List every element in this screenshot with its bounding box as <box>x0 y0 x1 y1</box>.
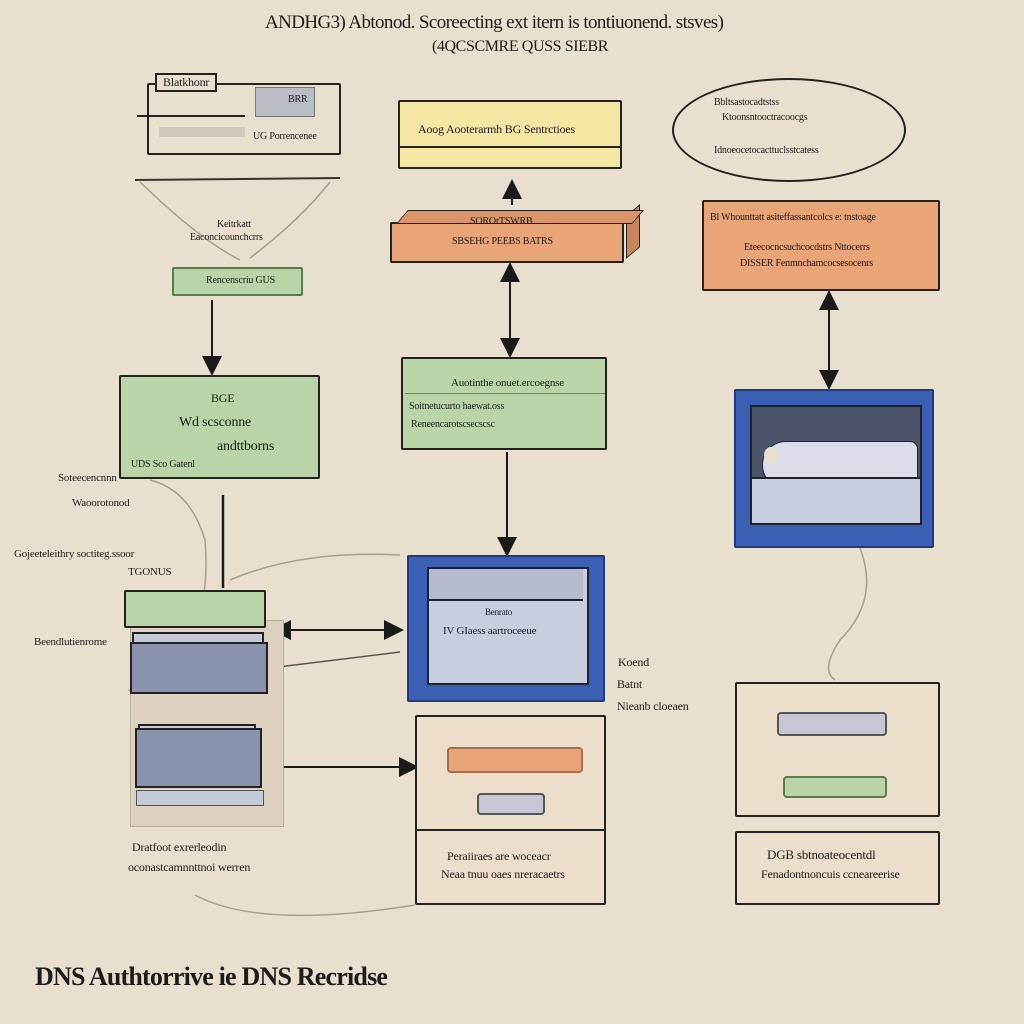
right-ellipse <box>672 78 906 182</box>
server-unit-1 <box>130 642 268 694</box>
right-bottom-gray-pill <box>777 712 887 736</box>
center-bottom-orange-pill <box>447 747 583 773</box>
center-bottom-line1: Peraiiraes are woceacr <box>447 849 551 863</box>
left-side-label-2: Waoorotonod <box>72 497 130 509</box>
right-orange-line2: Eteecocncsuchcocdstrs Nttocerrs <box>744 242 870 253</box>
left-green-pill-label: Rencenscriu GUS <box>206 275 275 286</box>
left-sketch-curve <box>139 181 331 261</box>
center-green-line1: Soitnetucurto haewat.oss <box>409 401 505 412</box>
right-bottom-panel <box>735 682 940 817</box>
left-card-title: Blatkhonr <box>155 73 218 92</box>
right-orange-box: Bl Whounttatt asiteffassantcolcs e: tnst… <box>702 200 940 291</box>
left-card-divider <box>137 115 245 117</box>
center-right-label-1: Koend <box>618 655 649 669</box>
center-yellow-label: Aoog Aooterarmh BG Sentrctioes <box>418 122 575 136</box>
left-side-label-5: Beendlutienrome <box>34 636 107 648</box>
left-side-label-1: Soteecencnnn <box>58 472 117 484</box>
right-ellipse-line1: Bbltsastocadtstss <box>714 97 779 108</box>
left-card-tab-label: BRR <box>288 94 308 105</box>
center-monitor-screen: Benrato IV GIaess aartroceeue <box>427 567 589 685</box>
center-right-label-2: Batnt <box>617 677 642 691</box>
center-monitor: Benrato IV GIaess aartroceeue <box>407 555 605 702</box>
server-base <box>136 790 264 806</box>
center-right-label-3: Nieanb cloeaen <box>617 699 689 713</box>
right-bottom-line1: DGB sbtnoateocentdl <box>767 847 876 862</box>
header-title: ANDHG3) Abtonod. Scoreecting ext itern i… <box>265 12 724 33</box>
right-monitor-screen <box>750 405 922 525</box>
right-monitor <box>734 389 934 548</box>
right-bottom-green-pill <box>783 776 887 798</box>
center-bottom-divider <box>415 829 606 831</box>
center-green-box: Auotinthe onuet.ercoegnse Soitnetucurto … <box>401 357 607 450</box>
left-bottom-line1: Dratfoot exrerleodin <box>132 840 227 854</box>
header-subtitle: (4QCSCMRE QUSS SIEBR <box>432 38 609 55</box>
center-bottom-line2: Neaa tnuu oaes nreracaetrs <box>441 867 565 881</box>
center-green-divider <box>405 393 605 394</box>
left-green-box-line1: BGE <box>211 391 235 405</box>
center-screen-line1: Benrato <box>485 607 513 617</box>
center-yellow-divider <box>398 146 622 148</box>
arrow-horizontal-mid <box>267 651 401 674</box>
left-green-box: BGE Wd scsconne andttborns UDS Sco Gaten… <box>119 375 320 479</box>
left-note-1: Keitrkatt <box>217 219 251 230</box>
server-green-unit <box>124 590 266 628</box>
right-ellipse-line2: Ktoonsntooctracoocgs <box>722 112 808 123</box>
left-green-box-line4: UDS Sco Gatenl <box>131 459 195 470</box>
left-green-box-line3: andttborns <box>217 439 275 454</box>
footer-title: DNS Authtorrive ie DNS Recridse <box>35 962 388 991</box>
right-screen-figure <box>764 447 778 463</box>
center-orange-box: SOROrTSWRB SBSEHG PEEBS BATRS <box>390 204 644 263</box>
center-orange-line1: SOROrTSWRB <box>470 216 533 227</box>
right-bottom-line2: Fenadontnoncuis ccneareerise <box>761 867 900 881</box>
left-side-label-4: TGONUS <box>128 566 172 578</box>
right-orange-line3: DISSER Fenmnchamcocsesocenrs <box>740 258 873 269</box>
left-note-2: Eaconcicounchcrrs <box>190 232 263 243</box>
left-card-tab: BRR <box>255 87 315 117</box>
left-sketch-line <box>134 177 341 181</box>
left-bottom-line2: oconastcamnnttnoi werren <box>128 860 251 874</box>
left-green-box-line2: Wd scsconne <box>179 415 252 430</box>
sketch-curve-2 <box>229 553 401 581</box>
left-info-card: Blatkhonr BRR UG Porrencenee <box>137 73 341 155</box>
center-screen-header <box>429 569 583 601</box>
center-screen-line2: IV GIaess aartroceeue <box>443 625 537 637</box>
right-orange-line1: Bl Whounttatt asiteffassantcolcs e: tnst… <box>710 212 876 223</box>
server-unit-2 <box>135 728 262 788</box>
right-ellipse-line3: Idnoeocetocacttuclsstcatess <box>714 145 819 156</box>
left-side-label-3: Gojeeteleithry soctiteg.ssoor <box>14 548 135 560</box>
left-card-text: UG Porrencenee <box>253 131 317 142</box>
right-screen-blanket <box>752 477 920 523</box>
center-bottom-gray-pill <box>477 793 545 815</box>
center-green-title: Auotinthe onuet.ercoegnse <box>451 377 564 389</box>
left-card-bar <box>159 127 245 137</box>
right-bottom-label-box: DGB sbtnoateocentdl Fenadontnoncuis ccne… <box>735 831 940 905</box>
center-bottom-panel: Peraiiraes are woceacr Neaa tnuu oaes nr… <box>415 715 606 905</box>
sketch-curve-4 <box>194 894 416 917</box>
left-green-pill: Rencenscriu GUS <box>172 267 303 296</box>
sketch-curve-3 <box>827 547 868 681</box>
center-yellow-box: Aoog Aooterarmh BG Sentrctioes <box>398 100 622 169</box>
center-green-line2: Reneencarotscsecscsc <box>411 419 495 430</box>
center-orange-line2: SBSEHG PEEBS BATRS <box>452 236 553 247</box>
